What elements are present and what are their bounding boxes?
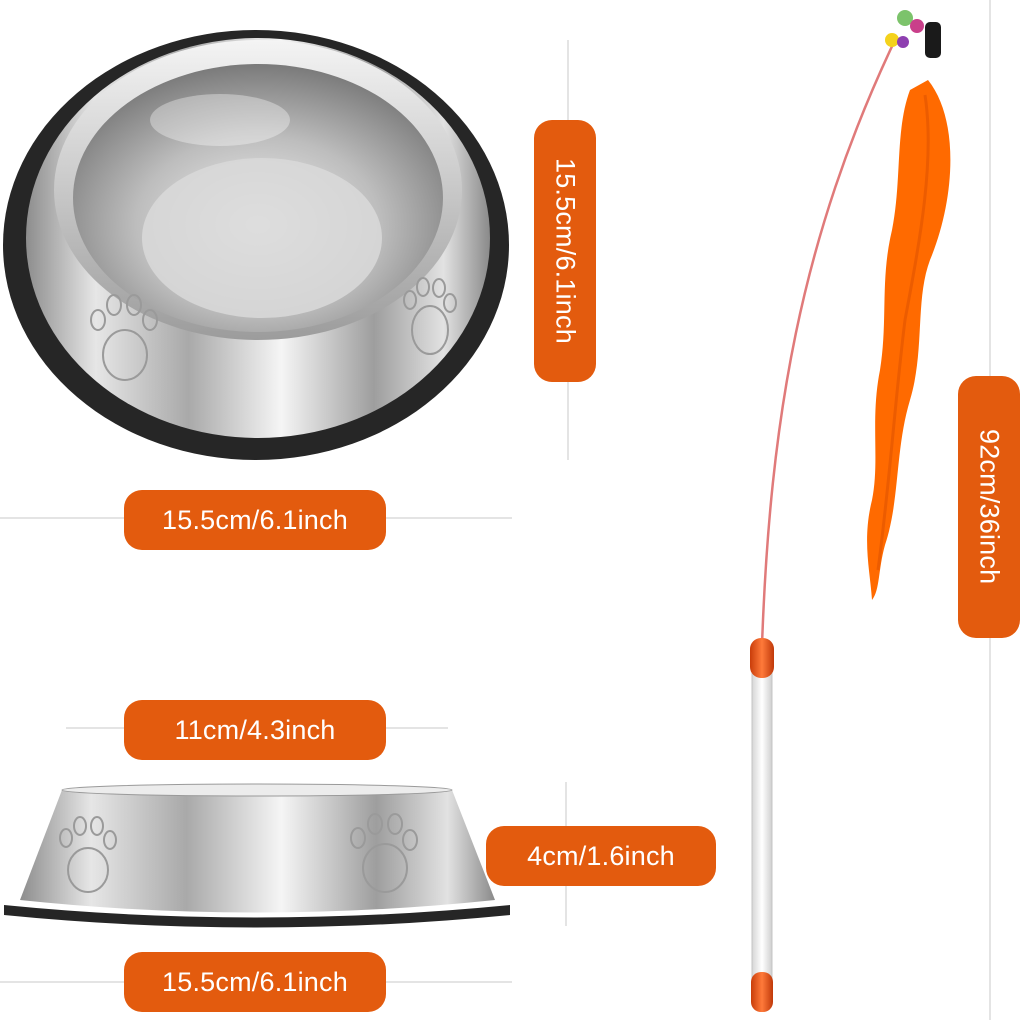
bowl-top-view bbox=[3, 30, 509, 460]
bell-charms bbox=[885, 10, 941, 58]
wand-length-label: 92cm/36inch bbox=[958, 376, 1020, 638]
paw-print-icon bbox=[350, 813, 418, 893]
bowl-side-inner-label: 11cm/4.3inch bbox=[124, 700, 386, 760]
feather-plume bbox=[867, 80, 951, 600]
cat-teaser-wand bbox=[750, 10, 951, 1012]
bowl-top-height-label: 15.5cm/6.1inch bbox=[534, 120, 596, 382]
paw-print-icon bbox=[90, 294, 158, 381]
bowl-side-width-label: 15.5cm/6.1inch bbox=[124, 952, 386, 1012]
paw-print-icon bbox=[403, 277, 457, 355]
bowl-top-width-label: 15.5cm/6.1inch bbox=[124, 490, 386, 550]
bowl-side-view bbox=[4, 783, 510, 928]
bowl-side-height-label: 4cm/1.6inch bbox=[486, 826, 716, 886]
paw-print-icon bbox=[59, 816, 117, 893]
